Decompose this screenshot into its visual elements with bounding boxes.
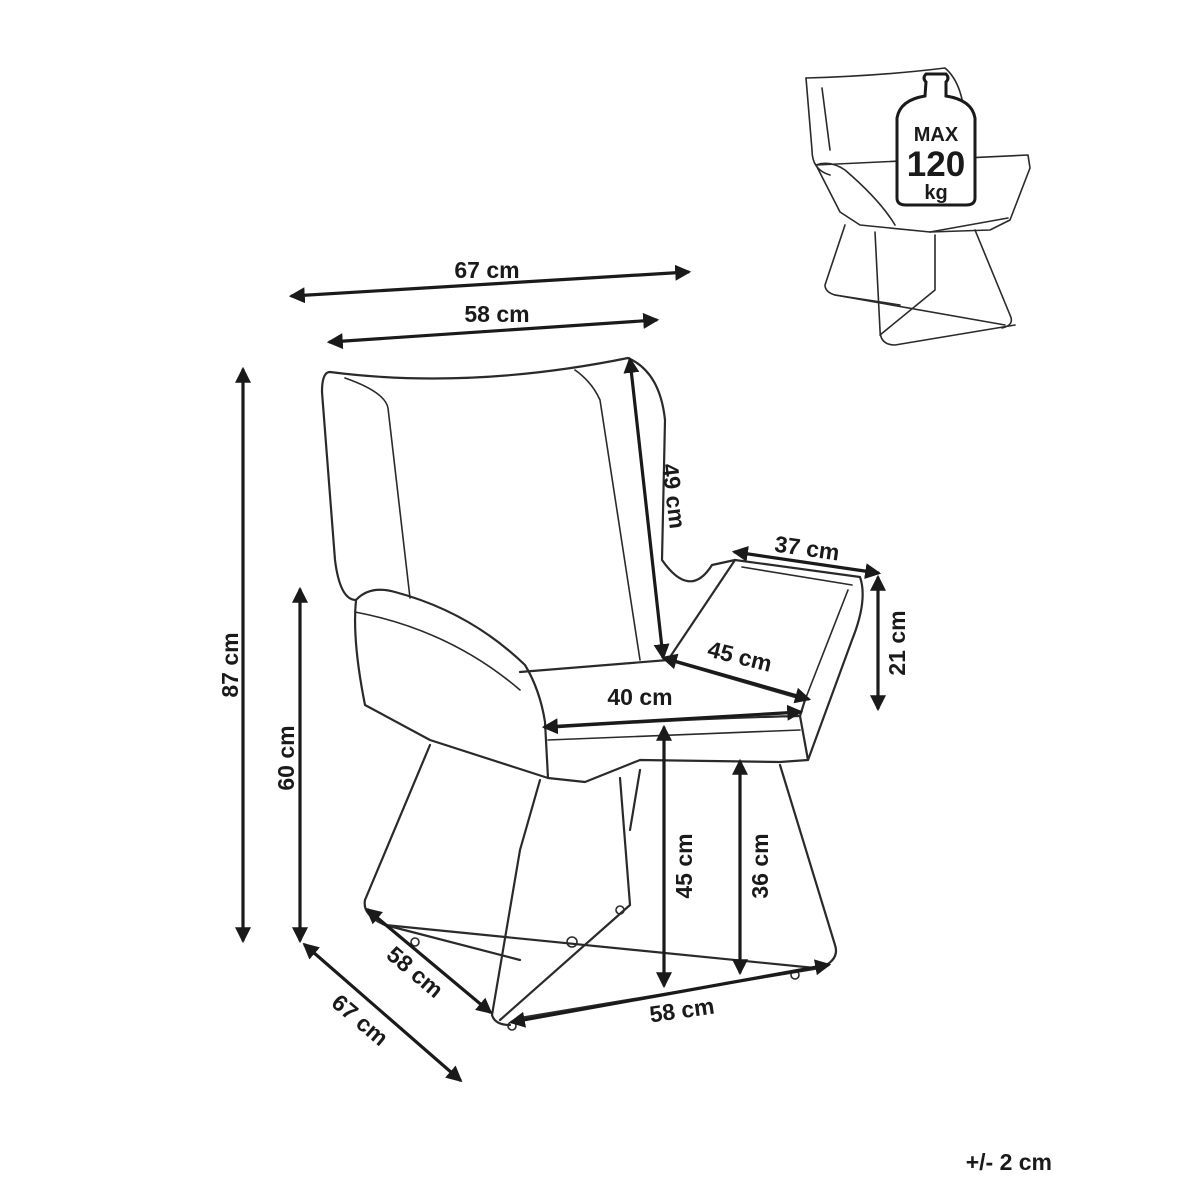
arrow-back-width [326,312,660,350]
label-total-height: 87 cm [217,632,243,697]
arrow-base-width [508,959,832,1028]
arrow-seat-depth [660,653,812,704]
badge-unit-text: kg [924,182,947,204]
label-back-width: 58 cm [464,301,529,327]
label-total-width: 67 cm [454,257,519,283]
arrow-seat-width [541,704,804,735]
arrow-backrest-height [623,356,670,661]
load-badge: MAX 120 kg [895,72,977,207]
dimension-labels: 67 cm 58 cm 87 cm 60 cm 49 cm 37 cm 21 c… [217,257,910,1051]
label-seat-height: 45 cm [671,833,697,898]
label-armrest-above-seat: 21 cm [884,610,910,675]
dimension-arrows [235,264,886,1083]
label-seat-depth: 45 cm [705,636,775,677]
badge-max-text: MAX [914,124,959,146]
label-leg-clearance: 36 cm [747,833,773,898]
label-base-width: 58 cm [648,993,716,1028]
tolerance-note: +/- 2 cm [966,1149,1052,1175]
label-seat-width: 40 cm [607,684,672,710]
arrow-total-depth [302,942,463,1083]
label-armrest-height: 60 cm [273,725,299,790]
label-total-depth: 67 cm [327,989,394,1051]
arrow-total-width [288,264,692,304]
chair-drawing [320,356,864,1031]
arrow-armrest-length [731,545,882,580]
badge-weight-value: 120 [907,145,965,184]
